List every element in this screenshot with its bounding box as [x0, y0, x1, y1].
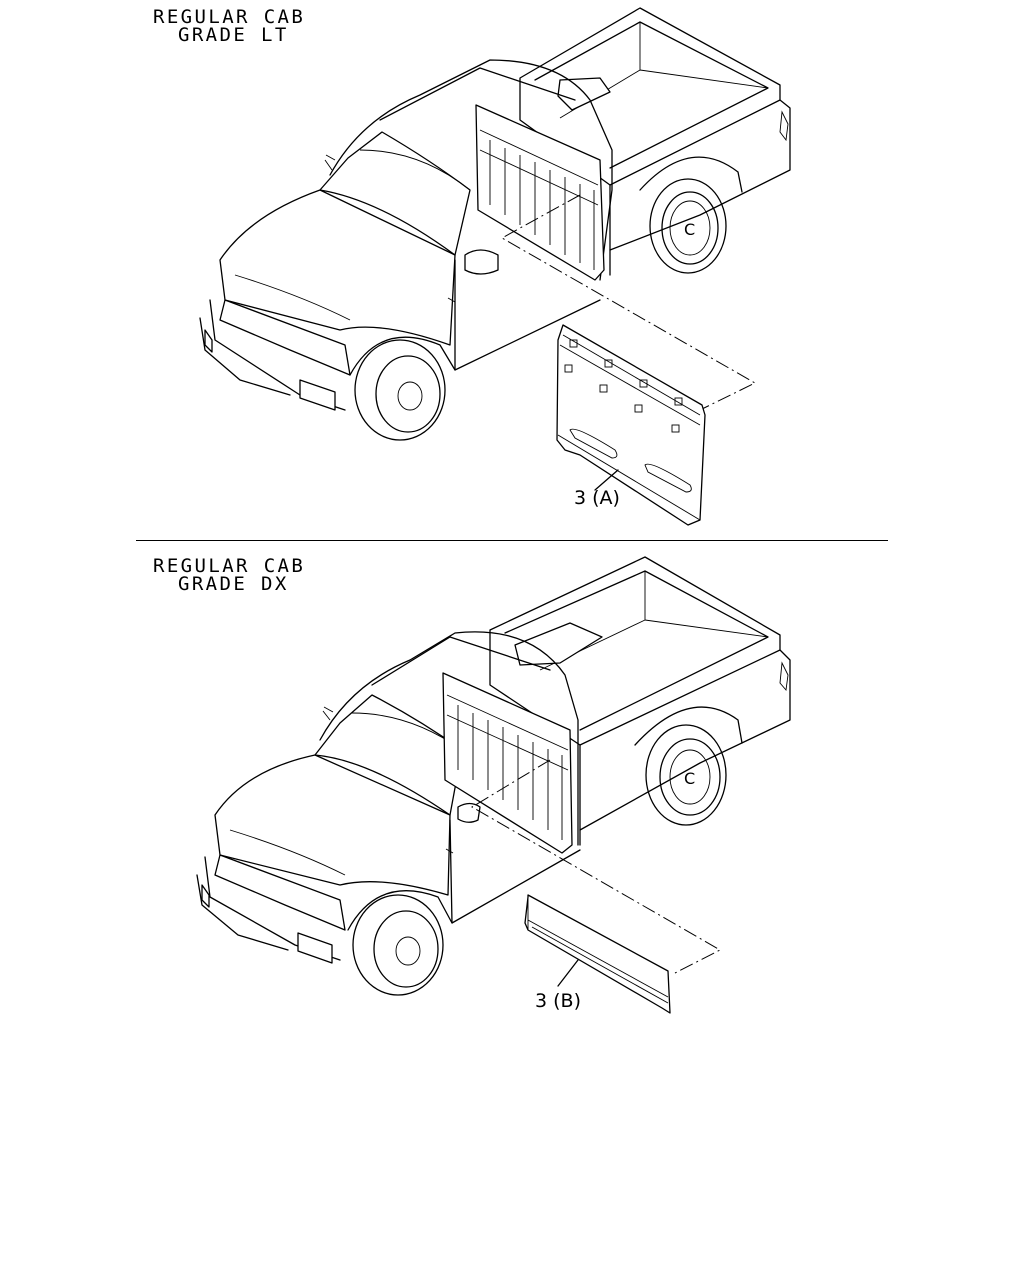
panel-dx-illustration: C [196, 556, 791, 1014]
part-3a-pointer [594, 469, 619, 491]
panel-dx-title-line2: GRADE DX [178, 573, 289, 595]
part-3b-pointer [557, 959, 579, 987]
part-3a-drawing [556, 324, 706, 526]
panel-dx-title-line1: REGULAR CAB [153, 555, 306, 577]
panel-dx-title: REGULAR CAB GRADE DX [153, 555, 306, 595]
truck-lt-drawing: C [199, 7, 791, 441]
rear-wheel-c-mark-dx: C [684, 769, 695, 788]
part-3a-label: 3 (A) [574, 487, 620, 509]
section-divider [136, 540, 888, 541]
part-3b-label: 3 (B) [535, 990, 581, 1012]
leader-line-dx [471, 759, 722, 974]
truck-dx-drawing: C [196, 556, 791, 996]
panel-lt-title-line1: REGULAR CAB [153, 6, 306, 28]
panel-lt-illustration: C [199, 7, 791, 526]
panel-lt-title-line2: GRADE LT [178, 24, 289, 46]
part-3b-drawing [524, 894, 671, 1014]
rear-wheel-c-mark-lt: C [684, 220, 695, 239]
leader-line-lt [500, 194, 757, 411]
panel-lt-title: REGULAR CAB GRADE LT [153, 6, 306, 46]
